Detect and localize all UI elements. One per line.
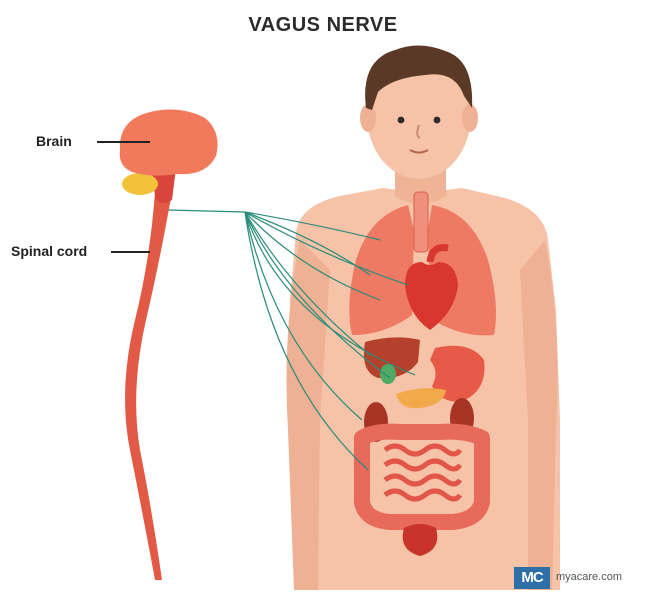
ear-right xyxy=(462,104,478,132)
diagram-title: VAGUS NERVE xyxy=(0,14,646,37)
eye-left xyxy=(398,117,405,124)
brain-label: Brain xyxy=(36,133,72,149)
logo: MC xyxy=(514,567,550,589)
eye-right xyxy=(434,117,441,124)
trachea xyxy=(414,192,428,252)
spinal-cord-label: Spinal cord xyxy=(11,243,87,259)
gallbladder xyxy=(380,364,396,384)
watermark-site: myacare.com xyxy=(556,571,622,583)
cerebellum xyxy=(122,173,158,195)
spinal-cord xyxy=(125,192,172,580)
brain-and-spinal-cord xyxy=(120,110,218,580)
